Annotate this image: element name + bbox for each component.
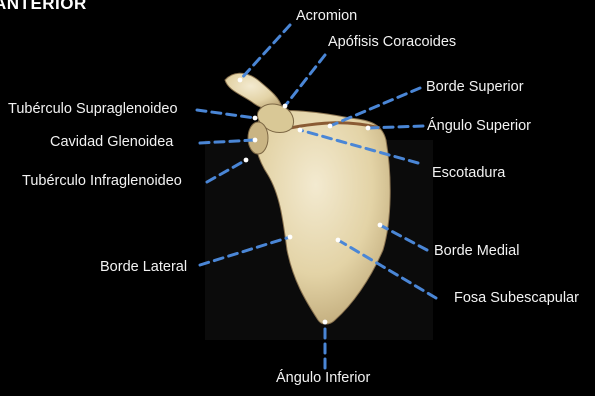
label-borde-lateral: Borde Lateral: [100, 259, 187, 275]
label-apofisis-coracoides: Apófisis Coracoides: [328, 34, 456, 50]
leader-borde-superior: [330, 88, 420, 126]
point-escotadura: [298, 128, 303, 133]
point-cavidad-glenoidea: [253, 138, 258, 143]
leader-apofisis-coracoides: [285, 55, 325, 106]
label-tuberculo-supraglenoideo: Tubérculo Supraglenoideo: [8, 101, 178, 117]
view-title: ANTERIOR: [0, 0, 87, 14]
point-borde-lateral: [288, 235, 293, 240]
point-borde-superior: [328, 124, 333, 129]
point-angulo-superior: [366, 126, 371, 131]
label-borde-superior: Borde Superior: [426, 79, 524, 95]
leader-angulo-superior: [368, 126, 423, 128]
point-angulo-inferior: [323, 320, 328, 325]
label-borde-medial: Borde Medial: [434, 243, 519, 259]
glenoid-cavity: [248, 122, 268, 154]
label-cavidad-glenoidea: Cavidad Glenoidea: [50, 134, 173, 150]
label-angulo-inferior: Ángulo Inferior: [276, 370, 370, 386]
point-acromion: [238, 78, 243, 83]
label-acromion: Acromion: [296, 8, 357, 24]
label-escotadura: Escotadura: [432, 165, 505, 181]
point-apofisis-coracoides: [283, 104, 288, 109]
label-angulo-superior: Ángulo Superior: [427, 118, 531, 134]
label-fosa-subescapular: Fosa Subescapular: [454, 290, 579, 306]
label-tuberculo-infraglenoideo: Tubérculo Infraglenoideo: [22, 173, 182, 189]
point-tuberculo-supraglenoideo: [253, 116, 258, 121]
point-fosa-subescapular: [336, 238, 341, 243]
point-borde-medial: [378, 223, 383, 228]
leader-tuberculo-supraglenoideo: [197, 110, 255, 118]
point-tuberculo-infraglenoideo: [244, 158, 249, 163]
leader-acromion: [240, 25, 290, 80]
